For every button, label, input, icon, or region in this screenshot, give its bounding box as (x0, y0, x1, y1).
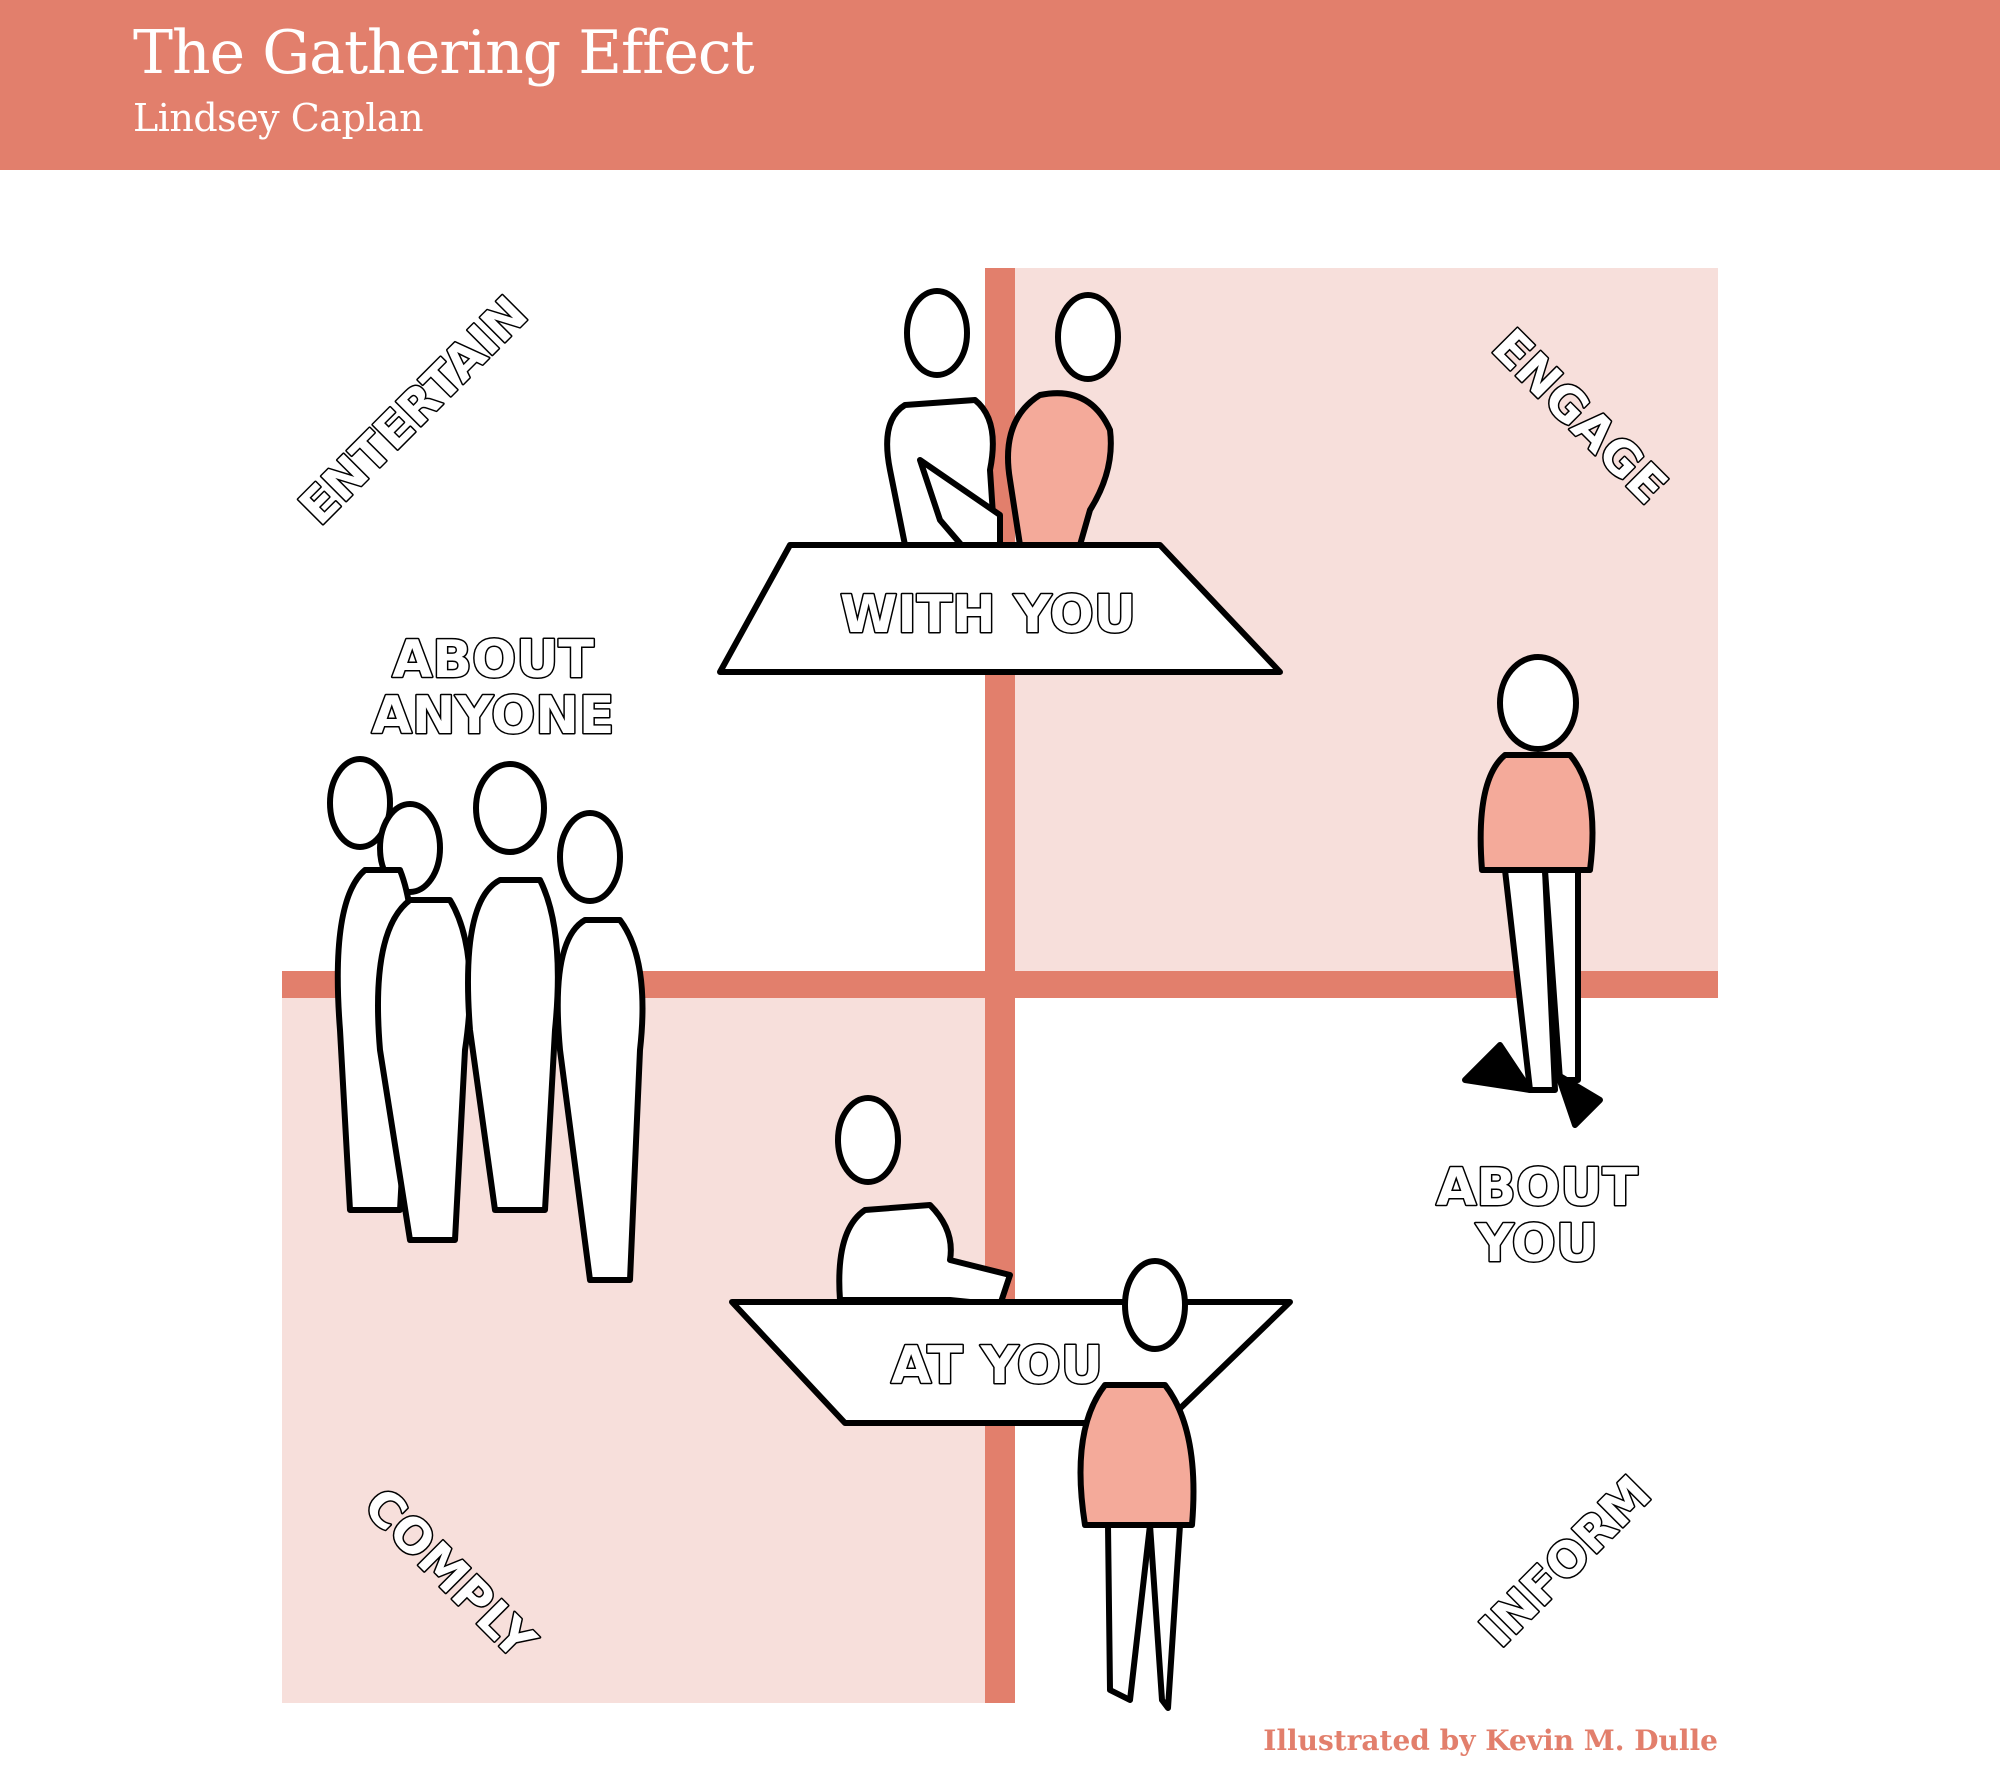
axis-label-about-you-line1: ABOUT (1436, 1158, 1638, 1218)
header-banner: The Gathering Effect Lindsey Caplan (0, 0, 2000, 170)
with-you-illustration (717, 288, 1283, 675)
axis-label-about-you-line2: YOU (1475, 1214, 1598, 1274)
axis-label-at-you: AT YOU (891, 1336, 1103, 1396)
about-anyone-group-illustration (327, 756, 646, 1283)
quadrant-label-inform: INFORM (1469, 1465, 1662, 1658)
axis-label-about-anyone-line1: ABOUT (392, 630, 594, 690)
axis-label-with-you: WITH YOU (840, 585, 1136, 645)
page-title: The Gathering Effect (133, 18, 755, 88)
illustrator-credit: Illustrated by Kevin M. Dulle (1263, 1724, 1718, 1757)
author-name: Lindsey Caplan (133, 96, 424, 140)
about-you-illustration (1462, 654, 1603, 1128)
quadrant-label-entertain: ENTERTAIN (289, 286, 539, 536)
at-you-illustration (729, 1095, 1293, 1711)
axis-label-about-anyone-line2: ANYONE (372, 686, 615, 746)
